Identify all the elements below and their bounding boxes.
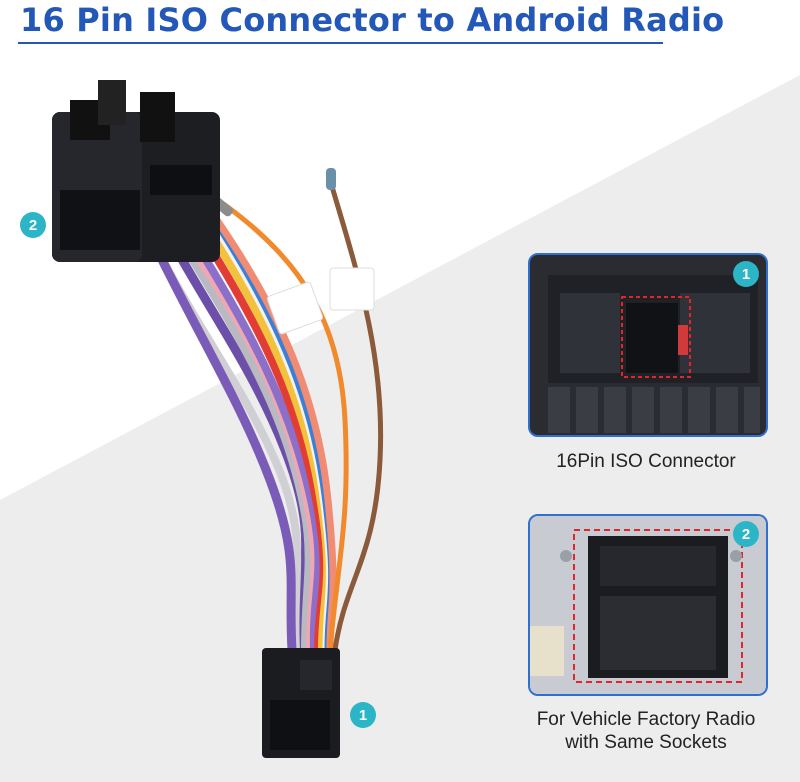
caption-line-2: with Same Sockets [565,732,727,753]
red-highlight-box [621,296,691,378]
wire-label-tag-2 [329,267,375,311]
wire-purple-2 [140,220,297,655]
wire-orange [222,202,349,653]
badge-harness-small: 1 [350,702,376,728]
badge-photo-bottom: 2 [733,521,759,547]
wire-brown [327,177,384,653]
caption-iso-connector: 16Pin ISO Connector [556,451,736,472]
photo-factory-radio [528,514,768,696]
title-underline [18,42,663,44]
badge-harness-large: 2 [20,212,46,238]
badge-photo-top: 1 [733,261,759,287]
caption-line-1: For Vehicle Factory Radio [536,709,756,730]
small-connector [262,648,340,758]
wire-grey [156,201,313,654]
photo-iso-connector [528,253,768,437]
brown-wire-tip [326,168,336,190]
page-title: 16 Pin ISO Connector to Android Radio [20,1,725,39]
red-highlight-box-2 [573,529,743,683]
wire-label-tag-1 [266,281,324,335]
wire-violet [168,201,323,654]
large-connector [52,80,220,262]
wiring-harness-illustration [52,80,384,758]
caption-factory-radio: For Vehicle Factory Radio with Same Sock… [510,708,782,754]
